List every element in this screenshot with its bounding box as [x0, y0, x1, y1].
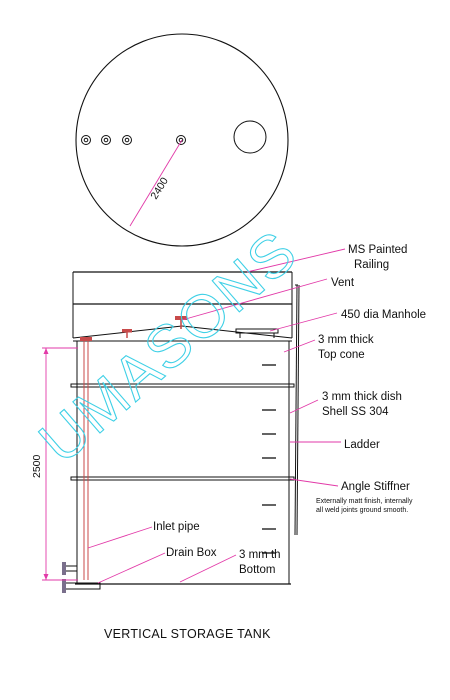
- shell-label-line2: Shell SS 304: [322, 406, 389, 418]
- shell: [75, 341, 291, 585]
- cone-nozzle: [122, 329, 132, 338]
- vent: [175, 316, 187, 329]
- diameter-leader: [129, 139, 183, 227]
- manhole: [235, 328, 279, 338]
- bottom-label-line1: 3 mm th: [239, 549, 281, 561]
- railing: [72, 271, 293, 338]
- elevation-view: 2500: [31, 271, 300, 593]
- nozzle-3: [122, 135, 132, 145]
- inlet-nozzle-top: [80, 337, 92, 341]
- vent-label: Vent: [331, 277, 355, 289]
- leader-lines: [87, 248, 346, 584]
- stiffener-ring-2: [70, 476, 295, 481]
- railing-label-line2: Railing: [354, 259, 389, 271]
- stiffner-label: Angle Stiffner: [341, 481, 410, 493]
- callouts: MS Painted Railing Vent 450 dia Manhole …: [153, 244, 426, 576]
- ladder-rungs: [262, 364, 276, 554]
- top-cone-label-line1: 3 mm thick: [318, 334, 374, 346]
- nozzle-2: [101, 135, 111, 145]
- height-label: 2500: [31, 454, 43, 478]
- shell-label-line1: 3 mm thick dish: [322, 391, 402, 403]
- outlet-nozzle: [62, 562, 77, 575]
- inlet-pipe-label: Inlet pipe: [153, 521, 200, 533]
- ladder-label: Ladder: [344, 439, 380, 451]
- manhole-plan: [233, 120, 267, 154]
- drain-box-label: Drain Box: [166, 547, 217, 559]
- nozzle-1: [81, 135, 91, 145]
- railing-label-line1: MS Painted: [348, 244, 407, 256]
- top-view: 2400: [75, 33, 289, 247]
- manhole-label: 450 dia Manhole: [341, 309, 426, 321]
- watermark: UMASONS: [27, 217, 310, 476]
- diameter-label: 2400: [148, 175, 171, 201]
- stiffener-ring-1: [70, 383, 295, 388]
- drain-box: [62, 579, 101, 593]
- height-dimension: [42, 347, 78, 581]
- finish-note-line1: Externally matt finish, internally: [316, 498, 413, 505]
- finish-note-line2: all weld joints ground smooth.: [316, 507, 408, 514]
- nozzle-4: [176, 135, 186, 145]
- bottom-label-line2: Bottom: [239, 564, 275, 576]
- top-cone-label-line2: Top cone: [318, 349, 365, 361]
- top-view-outline: [75, 33, 289, 247]
- drawing-title: VERTICAL STORAGE TANK: [104, 627, 271, 641]
- inlet-pipe: [83, 341, 89, 580]
